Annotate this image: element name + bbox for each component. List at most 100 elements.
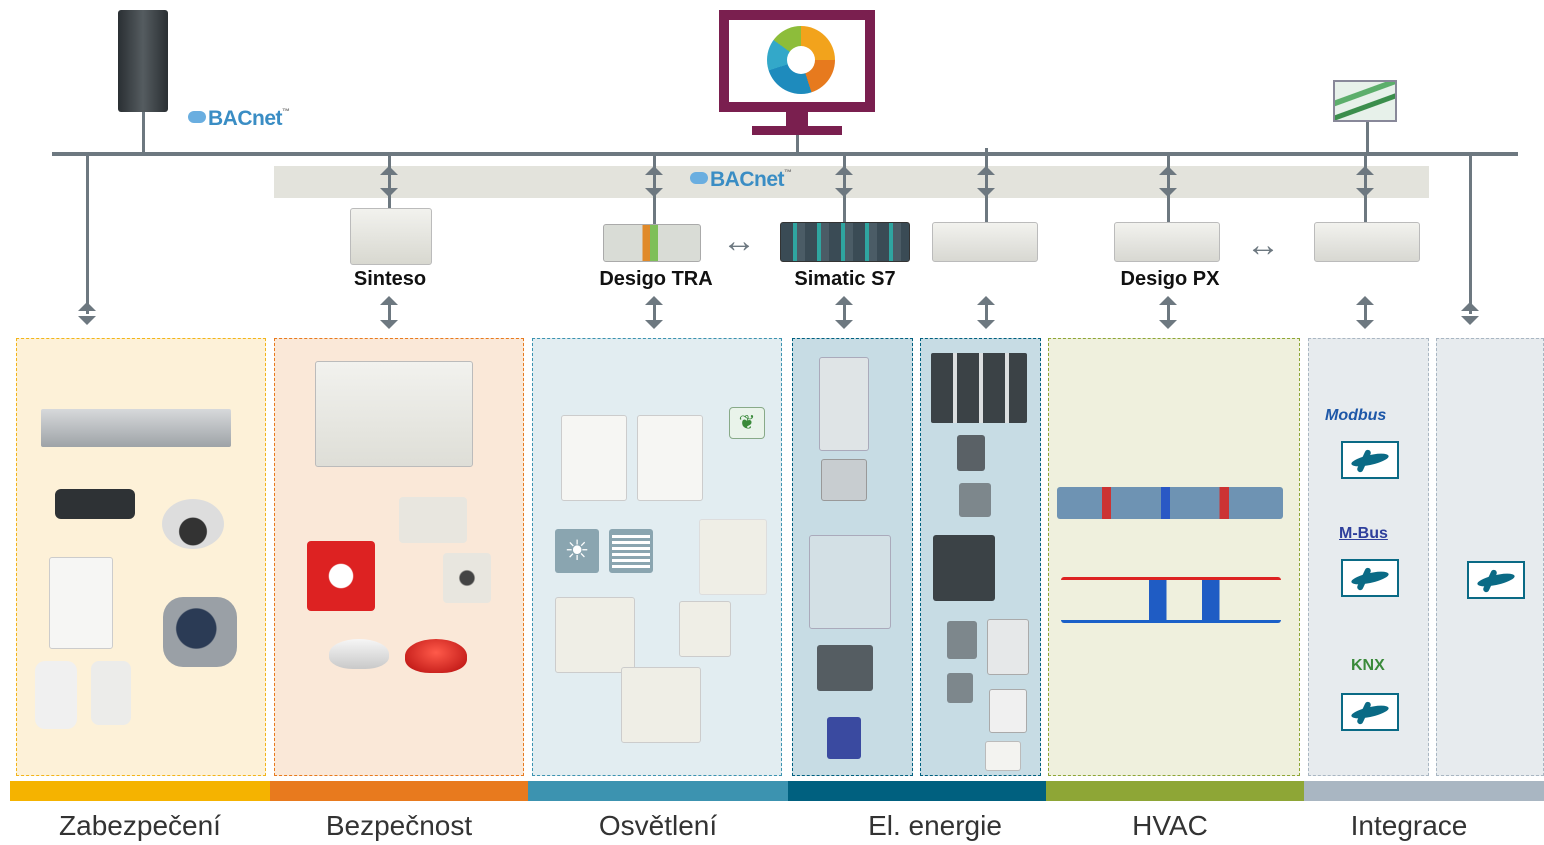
monitor-connector xyxy=(796,135,799,154)
arrow-down-icon xyxy=(1356,188,1374,197)
arrow-down-icon xyxy=(380,188,398,197)
monitor-stand xyxy=(786,112,808,126)
label-simatic-s7: Simatic S7 xyxy=(794,268,896,290)
arrow-up-icon xyxy=(78,302,96,311)
breaker-icon xyxy=(959,483,991,517)
arrow-up-icon xyxy=(977,296,995,305)
arrow-up-icon xyxy=(1461,302,1479,311)
main-bus-line xyxy=(52,152,1518,156)
panel-bezpecnost xyxy=(274,338,524,776)
light-icon: ☀ xyxy=(555,529,599,573)
arrow-down-icon xyxy=(977,188,995,197)
category-strip-bezpecnost xyxy=(270,781,528,801)
modbus-logo: Modbus xyxy=(1325,407,1387,424)
panel-link-tra xyxy=(653,300,656,324)
bacnet-logo-top: BACnet™ xyxy=(188,107,290,131)
dome-camera-icon xyxy=(162,499,224,549)
motion-sensor-icon xyxy=(91,661,131,725)
panel-link-px xyxy=(1167,300,1170,324)
bus-drop-integrace xyxy=(1469,156,1472,314)
panel-osvetleni: ❦ ☀ xyxy=(532,338,782,776)
bus-drop-zabezpeceni xyxy=(86,156,89,314)
siren-icon xyxy=(405,639,467,673)
bidirectional-arrow-icon: ↔ xyxy=(1246,226,1280,264)
leaf-icon: ❦ xyxy=(729,407,765,439)
arrow-up-icon xyxy=(835,166,853,175)
energy-controller xyxy=(932,222,1038,262)
sinteso-controller xyxy=(350,208,432,265)
band-drop-energy xyxy=(985,148,988,224)
desigo-tra-controller xyxy=(603,224,701,262)
panel-link-s7 xyxy=(843,300,846,324)
wall-switch-icon xyxy=(679,601,731,657)
category-strip-zabezpeceni xyxy=(10,781,270,801)
breaker-icon xyxy=(947,673,973,703)
category-label-bezpecnost: Bezpečnost xyxy=(325,810,473,841)
category-strip-el-energie xyxy=(788,781,1046,801)
desigo-wheel-icon xyxy=(767,26,835,94)
room-unit-icon xyxy=(561,415,627,501)
arrow-down-icon xyxy=(645,320,663,329)
label-desigo-tra: Desigo TRA xyxy=(599,268,713,290)
category-label-hvac: HVAC xyxy=(1132,810,1208,841)
arrow-down-icon xyxy=(645,188,663,197)
arrow-down-icon xyxy=(1356,320,1374,329)
arrow-down-icon xyxy=(1159,320,1177,329)
panel-el-energie-2 xyxy=(920,338,1041,776)
switchgear-icon xyxy=(809,535,891,629)
motion-sensor-icon xyxy=(35,661,77,729)
panel-hvac xyxy=(1048,338,1300,776)
meter-icon xyxy=(957,435,985,471)
panel-integrace-2 xyxy=(1436,338,1544,776)
server-icon xyxy=(118,10,168,112)
arrow-up-icon xyxy=(380,296,398,305)
room-unit-icon xyxy=(637,415,703,501)
arrow-up-icon xyxy=(977,166,995,175)
arrow-down-icon xyxy=(78,316,96,325)
integration-logo-icon xyxy=(1341,693,1399,731)
category-strip-hvac xyxy=(1046,781,1304,801)
category-strip-integrace xyxy=(1304,781,1544,801)
knx-logo: KNX xyxy=(1351,657,1385,674)
arrow-up-icon xyxy=(645,166,663,175)
cabinet-icon xyxy=(987,619,1029,675)
panel-link-integrace xyxy=(1364,300,1367,324)
beam-detector-icon xyxy=(399,497,467,543)
pipe-diagram-icon xyxy=(1061,577,1281,623)
wall-switch-icon xyxy=(555,597,635,673)
bacnet-logo-band: BACnet™ xyxy=(690,168,792,192)
camera-icon xyxy=(55,489,135,519)
trend-connector xyxy=(1366,122,1369,154)
label-desigo-px: Desigo PX xyxy=(1120,268,1220,290)
fire-panel-icon xyxy=(315,361,473,467)
smoke-detector-icon xyxy=(329,639,389,669)
cabinet-icon xyxy=(989,689,1027,733)
call-point-icon xyxy=(307,541,375,611)
ahu-diagram-icon xyxy=(1057,487,1283,519)
simatic-s7-controller xyxy=(780,222,910,262)
category-label-osvetleni: Osvětlení xyxy=(598,810,718,841)
wall-switch-icon xyxy=(621,667,701,743)
blind-icon xyxy=(609,529,653,573)
bidirectional-arrow-icon: ↔ xyxy=(722,222,756,260)
sensor-icon xyxy=(699,519,767,595)
panel-zabezpeceni xyxy=(16,338,266,776)
arrow-up-icon xyxy=(1356,296,1374,305)
breaker-icon xyxy=(817,645,873,691)
integration-logo-icon xyxy=(1341,441,1399,479)
category-label-zabezpeceni: Zabezpečení xyxy=(59,810,221,841)
integration-logo-icon xyxy=(1341,559,1399,597)
arrow-up-icon xyxy=(1159,296,1177,305)
detector-base-icon xyxy=(443,553,491,603)
category-label-el-energie: El. energie xyxy=(868,810,1002,841)
monitor-base xyxy=(752,126,842,135)
nvr-device xyxy=(41,409,231,447)
switchboard-icon xyxy=(931,353,1027,423)
switchboard-icon xyxy=(933,535,995,601)
panel-link-energy xyxy=(985,300,988,324)
arrow-down-icon xyxy=(835,188,853,197)
arrow-down-icon xyxy=(1461,316,1479,325)
switchgear-icon xyxy=(819,357,869,451)
arrow-up-icon xyxy=(835,296,853,305)
mbus-logo: M-Bus xyxy=(1339,525,1388,542)
